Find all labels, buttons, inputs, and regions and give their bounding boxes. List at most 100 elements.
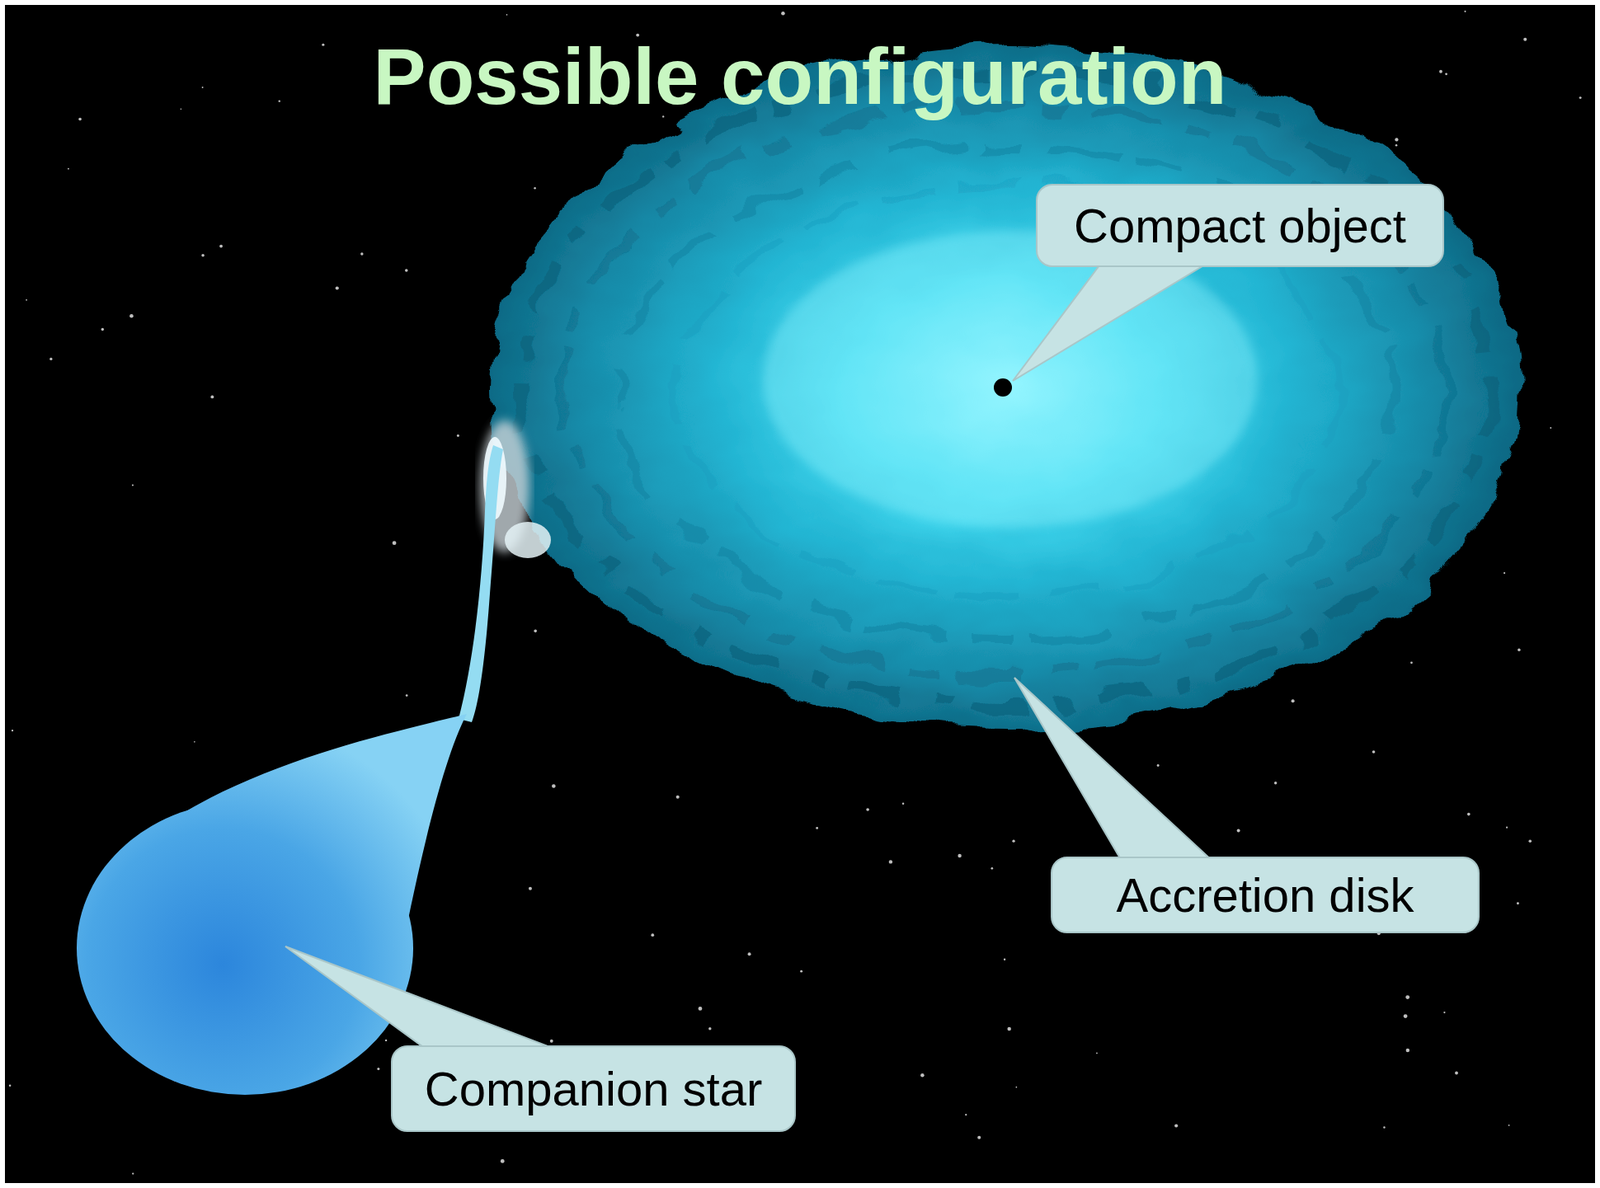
star-dot [865, 808, 870, 812]
star-dot [1403, 1014, 1408, 1019]
star-dot [676, 795, 680, 800]
star-dot [210, 395, 214, 399]
star-dot [1579, 96, 1582, 99]
star-dot [11, 729, 14, 732]
star-dot [550, 1040, 554, 1044]
star-dot [889, 860, 893, 864]
star-dot [1395, 144, 1398, 147]
star-dot [193, 741, 196, 744]
star-dot [902, 802, 904, 805]
star-dot [67, 168, 70, 170]
slide-title: Possible configuration [0, 31, 1600, 123]
star-dot [977, 1136, 981, 1140]
disk-swirl [518, 70, 1492, 706]
callout-box: Compact object [1035, 183, 1445, 268]
star-dot [1405, 995, 1410, 1000]
star-dot [1549, 427, 1552, 429]
disk-swirl [564, 104, 1447, 674]
disk-body [489, 45, 1521, 730]
star-dot [698, 1007, 703, 1012]
disk-glow [762, 230, 1258, 528]
space-background [4, 4, 1596, 1184]
star-dot [1467, 813, 1471, 817]
star-dot [708, 1027, 711, 1031]
star-dot [1443, 1011, 1445, 1014]
star-dot [335, 286, 339, 290]
star-dot [800, 970, 803, 974]
star-dot [1291, 699, 1295, 703]
star-dot [180, 108, 183, 110]
star-dot [1444, 72, 1448, 76]
callout-pointer [285, 946, 561, 1052]
star-dot [1096, 1053, 1098, 1055]
star-dot [1003, 959, 1006, 961]
callout-pointer [1014, 677, 1215, 863]
callout-label: Compact object [1073, 199, 1407, 253]
star-dot [1410, 661, 1413, 664]
star-dot [1157, 764, 1160, 768]
star-dot [25, 299, 28, 302]
star-dot [748, 952, 752, 956]
star-dot [376, 1068, 380, 1071]
star-dot [131, 1172, 134, 1175]
star-dot [1523, 37, 1527, 42]
star-dot [920, 1073, 925, 1078]
star-dot [990, 867, 993, 871]
star-dot [9, 1084, 12, 1088]
star-dot [202, 86, 204, 89]
star-dot [456, 434, 460, 438]
star-dot [219, 244, 223, 249]
star-dot [1016, 1087, 1018, 1089]
star-dot [404, 268, 409, 273]
star-dot [1517, 649, 1520, 652]
star-bulb [76, 801, 414, 1096]
star-dot [1503, 572, 1506, 575]
star-dot [500, 1159, 505, 1164]
star-dot [49, 357, 52, 361]
star-dot [1508, 1124, 1511, 1127]
star-dot [129, 314, 134, 319]
callout-box: Companion star [390, 1045, 796, 1133]
star-dot [551, 784, 556, 789]
star-dot [957, 854, 961, 858]
star-dot [1011, 839, 1015, 843]
callout-pointer [1012, 262, 1210, 382]
star-dot [1372, 750, 1376, 754]
callout-label: Accretion disk [1115, 869, 1414, 923]
star-dot [1439, 70, 1443, 74]
star-dot [1528, 839, 1532, 843]
star-dot [781, 11, 786, 16]
star-dot [1174, 1124, 1178, 1128]
star-dot [1394, 137, 1398, 142]
star-dot [1237, 828, 1241, 833]
compact-object-dot [993, 378, 1012, 397]
star-dot [78, 117, 82, 122]
callout-label: Companion star [424, 1063, 763, 1116]
star-dot [360, 252, 363, 255]
star-dot [506, 14, 509, 16]
star-dot [1505, 827, 1508, 829]
star-dot [385, 1040, 387, 1042]
star-dot [277, 99, 280, 102]
star-dot [533, 630, 537, 634]
star-dot [131, 484, 134, 486]
star-dot [321, 43, 325, 47]
star-dot [1406, 1049, 1410, 1053]
star-dot [1463, 10, 1466, 13]
star-dot [392, 541, 397, 546]
gas-stream [458, 445, 504, 723]
mass-stream [458, 420, 551, 723]
star-dot [650, 933, 655, 937]
star-dot [201, 254, 205, 258]
star-dot [1383, 1126, 1385, 1129]
star-dot [101, 328, 104, 331]
star-field [9, 10, 1582, 1176]
star-dot [1274, 781, 1277, 785]
star-dot [1454, 1072, 1459, 1076]
companion-star-drawing [76, 714, 467, 1096]
star-dot [533, 187, 537, 190]
star-dot [1516, 902, 1520, 905]
